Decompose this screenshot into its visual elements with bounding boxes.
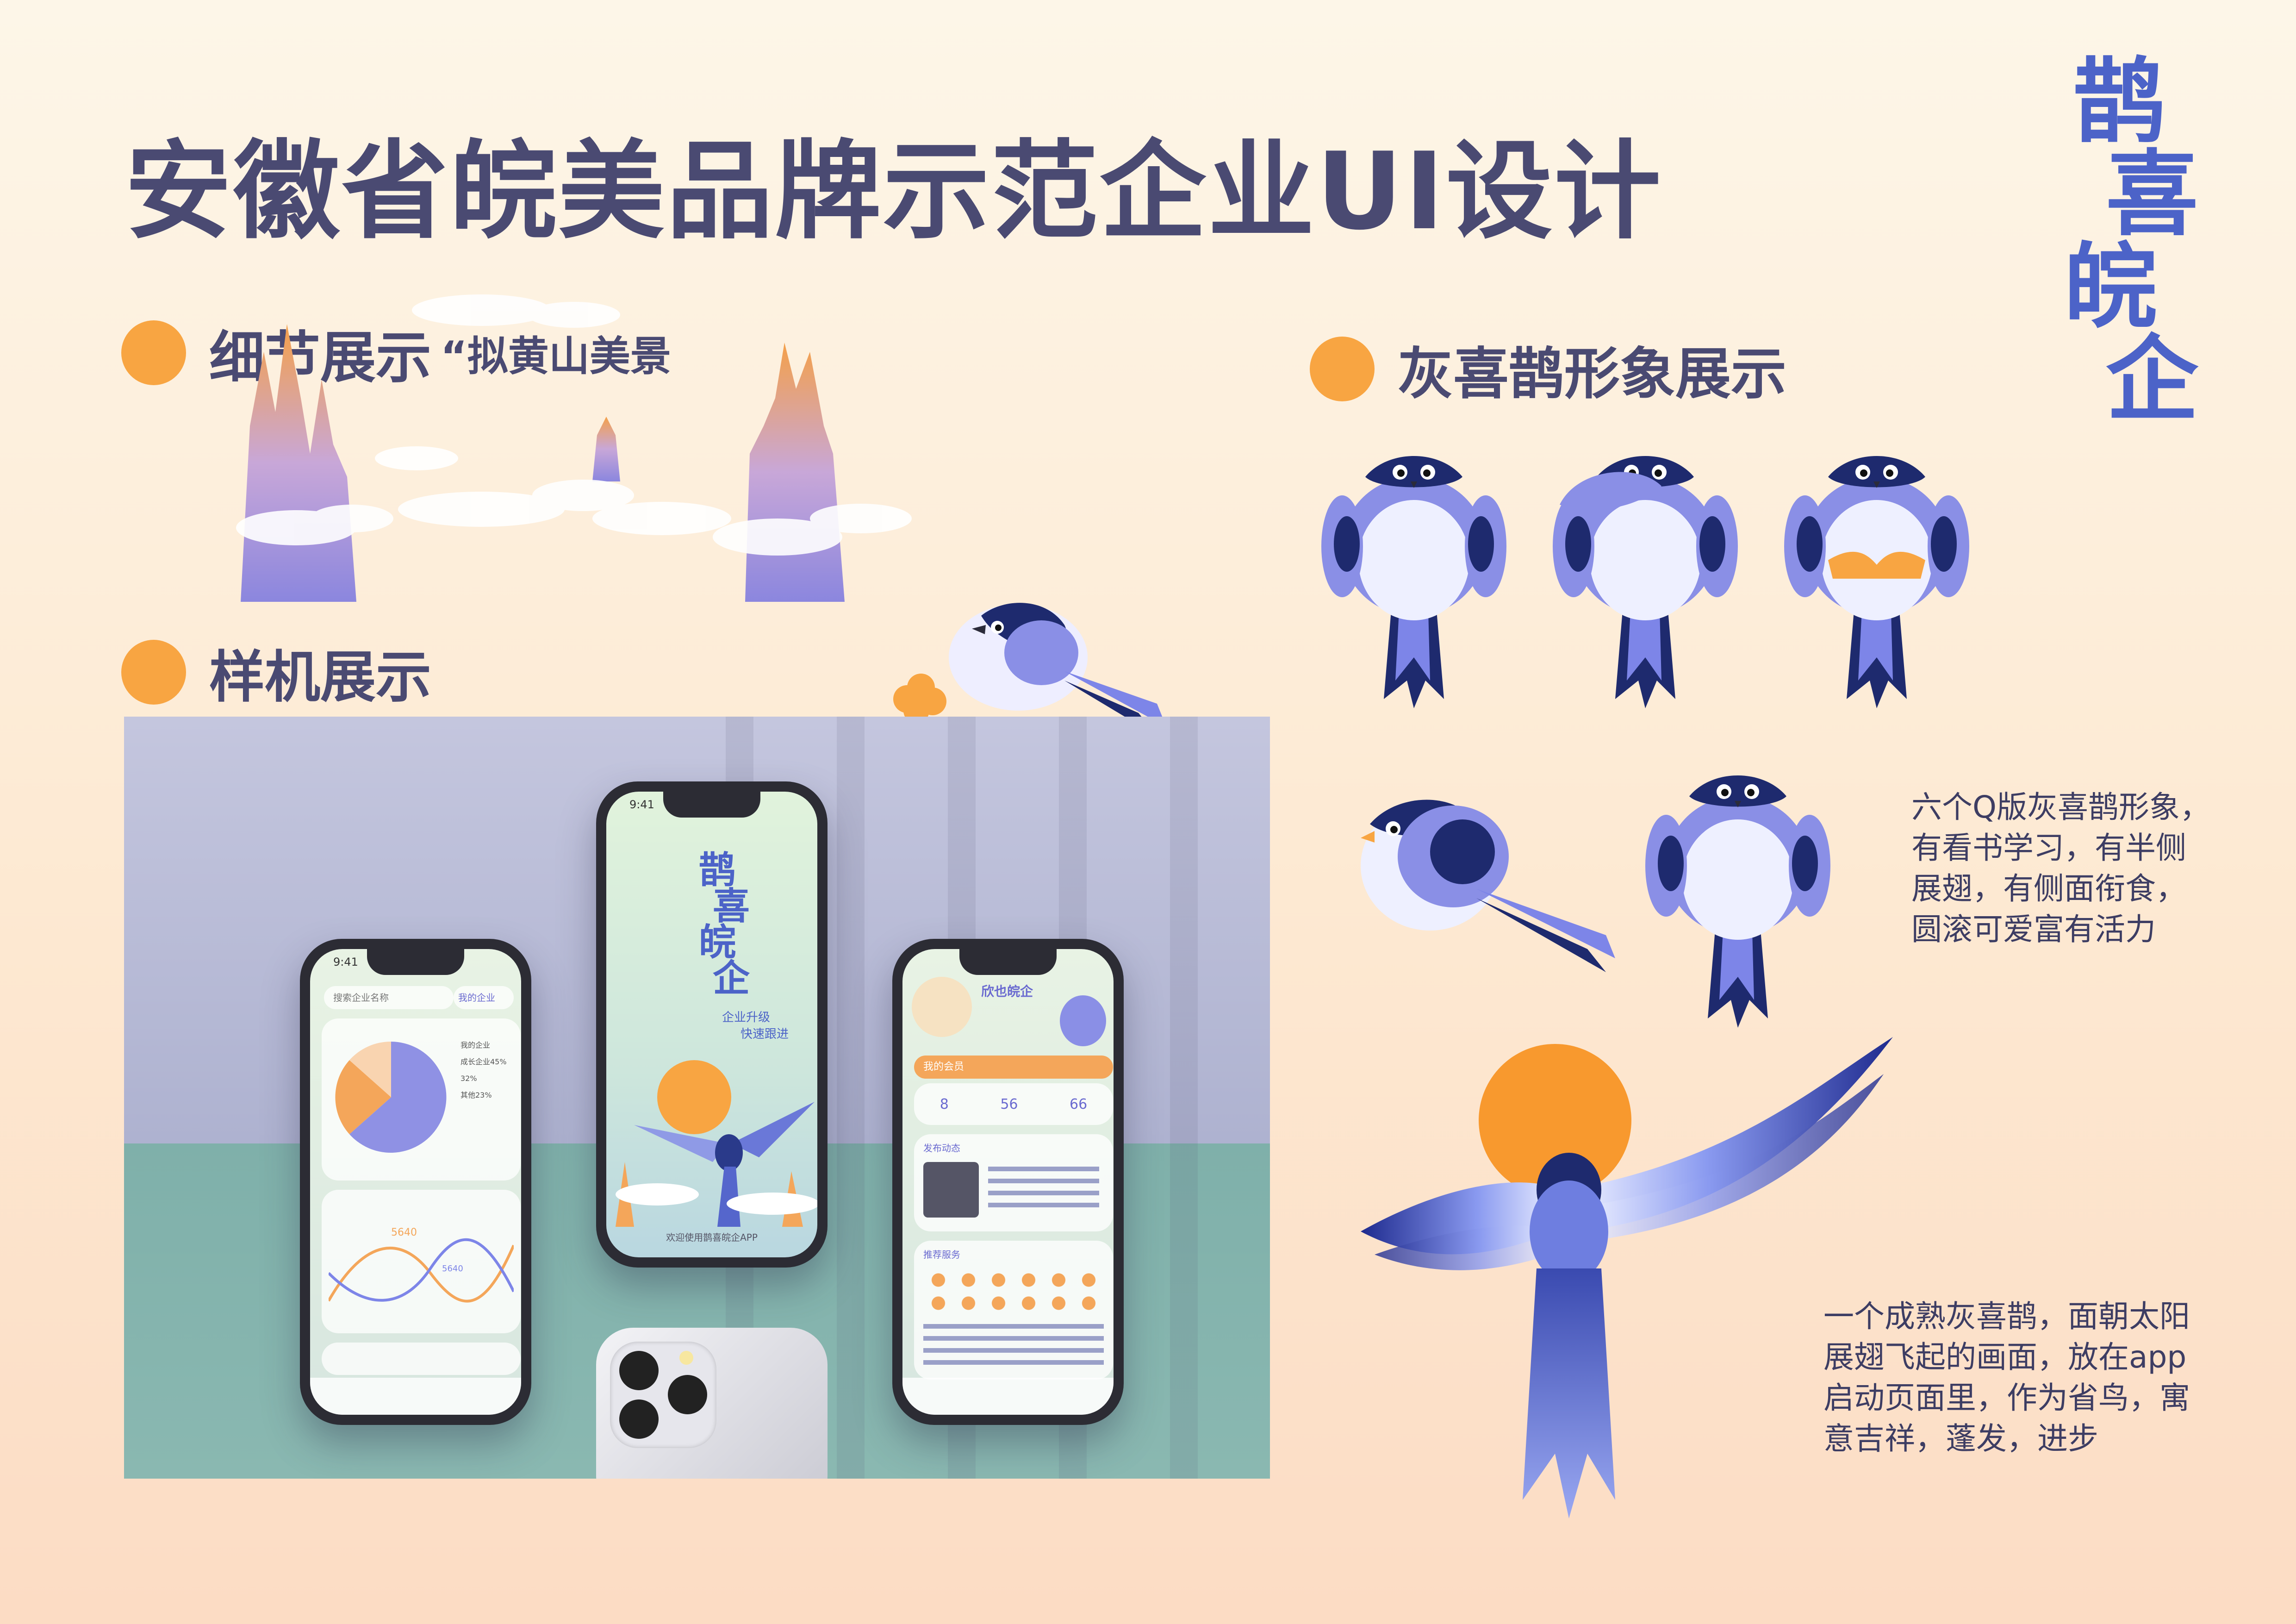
pie-legend: 我的企业 成长企业45% 32% 其他23% xyxy=(460,1037,507,1104)
legend-item: 其他23% xyxy=(460,1091,492,1099)
feed-card[interactable]: 发布动态 xyxy=(914,1134,1113,1231)
stat-value: 56 xyxy=(1000,1096,1018,1112)
logo-char: 喜 xyxy=(713,884,750,928)
status-time: 9:41 xyxy=(333,956,358,968)
phone-mockup-scene: 9:41 搜索企业名称 我的企业 我的企业 成长企业45% 32% 其他23% xyxy=(124,717,1270,1479)
feed-text xyxy=(988,1167,1099,1208)
search-input[interactable]: 搜索企业名称 xyxy=(324,986,454,1009)
page-title: 安徽省皖美品牌示范企业UI设计 xyxy=(125,130,1663,254)
service-text xyxy=(923,1324,1104,1370)
camera-lens-icon xyxy=(619,1351,659,1390)
line-chart xyxy=(329,1238,514,1303)
feed-title: 发布动态 xyxy=(923,1143,960,1154)
splash-slogan: 企业升级 快速跟进 xyxy=(722,1009,789,1043)
avatar[interactable] xyxy=(912,977,972,1037)
service-icons xyxy=(923,1268,1104,1315)
mountain-illustration xyxy=(236,294,912,602)
six-birds-note: 六个Q版灰喜鹊形象， 有看书学习，有半侧 展翅，有侧面衔食， 圆滚可爱富有活力 xyxy=(1911,787,2210,950)
character-set xyxy=(1321,456,1969,1028)
section-detail-sub: “拟黄山美景 xyxy=(441,332,671,380)
camera-lens-icon xyxy=(619,1399,659,1439)
status-time: 9:41 xyxy=(629,798,654,811)
member-bar[interactable]: 我的会员 xyxy=(914,1056,1113,1079)
recommend-title: 推荐服务 xyxy=(923,1249,960,1260)
section-character-label: 灰喜鹊形象展示 xyxy=(1398,342,1786,406)
feed-image xyxy=(923,1162,979,1218)
note-line: 意吉祥，蓬发，进步 xyxy=(1823,1421,2098,1456)
raised-wing-icon xyxy=(1560,472,1661,511)
legend-item: 32% xyxy=(460,1074,477,1083)
section-bullet-icon xyxy=(1310,337,1375,401)
section-mockup: 样机展示 xyxy=(121,632,431,712)
flying-bird-icon xyxy=(616,1102,817,1227)
phone-center: 9:41 鹊 喜 皖 企 企业升级 快速跟进 欢迎使用鹊喜皖企APP xyxy=(596,781,828,1268)
camera-module xyxy=(610,1342,716,1448)
chart-label: 5640 xyxy=(391,1227,417,1238)
sun-icon xyxy=(1479,1044,1631,1197)
logo-char: 喜 xyxy=(2106,140,2199,249)
logo-char: 鹊 xyxy=(699,848,736,892)
adult-bird-illustration xyxy=(1361,1037,1893,1518)
legend-item: 我的企业 xyxy=(460,1041,491,1049)
note-line: 一个成熟灰喜鹊，面朝太阳 xyxy=(1823,1299,2190,1334)
logo-char: 皖 xyxy=(2064,232,2157,341)
bottom-card xyxy=(322,1343,521,1375)
section-mockup-label: 样机展示 xyxy=(209,645,431,710)
adult-bird-note: 一个成熟灰喜鹊，面朝太阳 展翅飞起的画面，放在app 启动页面里，作为省鸟，寓 … xyxy=(1823,1296,2190,1459)
note-line: 启动页面里，作为省鸟，寓 xyxy=(1823,1380,2190,1416)
splash-footer: 欢迎使用鹊喜皖企APP xyxy=(666,1232,758,1243)
note-line: 展翅，有侧面衔食， xyxy=(1911,871,2186,906)
tab-bar[interactable] xyxy=(902,1378,1114,1415)
splash-logo: 鹊 喜 皖 企 xyxy=(699,848,750,1000)
phone-right: 欣也皖企 我的会员 8 56 66 发布动态 推荐服务 xyxy=(892,939,1124,1425)
note-line: 六个Q版灰喜鹊形象， xyxy=(1911,789,2210,825)
phone-left: 9:41 搜索企业名称 我的企业 我的企业 成长企业45% 32% 其他23% xyxy=(300,939,531,1425)
section-character: 灰喜鹊形象展示 xyxy=(1310,329,1786,409)
brand-logo: 鹊 喜 皖 企 xyxy=(2064,47,2199,434)
stat-value: 8 xyxy=(940,1096,949,1112)
line-chart-card: 5640 5640 xyxy=(322,1190,521,1333)
section-bullet-icon xyxy=(121,640,186,705)
section-detail-label: 细节展示 xyxy=(209,326,431,390)
note-line: 圆滚可爱富有活力 xyxy=(1911,912,2156,947)
flash-icon xyxy=(679,1351,693,1365)
tab-my-company[interactable]: 我的企业 xyxy=(454,986,514,1009)
section-bullet-icon xyxy=(121,320,186,385)
phone-back xyxy=(596,1328,828,1479)
logo-char: 企 xyxy=(713,956,750,1000)
profile-name: 欣也皖企 xyxy=(981,984,1033,999)
stat-value: 66 xyxy=(1070,1096,1088,1112)
pie-card: 我的企业 成长企业45% 32% 其他23% xyxy=(322,1018,521,1181)
slogan-line: 企业升级 xyxy=(722,1011,771,1024)
legend-item: 成长企业45% xyxy=(460,1057,507,1066)
note-line: 有看书学习，有半侧 xyxy=(1911,830,2186,866)
logo-char: 企 xyxy=(2106,325,2199,434)
logo-char: 皖 xyxy=(699,920,736,964)
slogan-line: 快速跟进 xyxy=(740,1027,789,1041)
perched-bird-icon xyxy=(893,603,1166,736)
note-line: 展翅飞起的画面，放在app xyxy=(1823,1339,2187,1375)
sun-icon xyxy=(657,1060,731,1134)
section-detail: 细节展示 “拟黄山美景 xyxy=(121,312,671,393)
stats-card: 8 56 66 xyxy=(914,1083,1113,1125)
side-bird-icon xyxy=(1361,800,1615,972)
tab-bar[interactable] xyxy=(310,1378,521,1415)
camera-lens-icon xyxy=(668,1375,707,1414)
bird-avatar-icon xyxy=(1060,995,1106,1046)
recommend-card[interactable]: 推荐服务 xyxy=(914,1241,1113,1380)
book-icon xyxy=(1828,551,1925,579)
logo-char: 鹊 xyxy=(2073,47,2166,156)
pie-chart xyxy=(335,1041,447,1153)
chart-label: 5640 xyxy=(442,1264,463,1274)
